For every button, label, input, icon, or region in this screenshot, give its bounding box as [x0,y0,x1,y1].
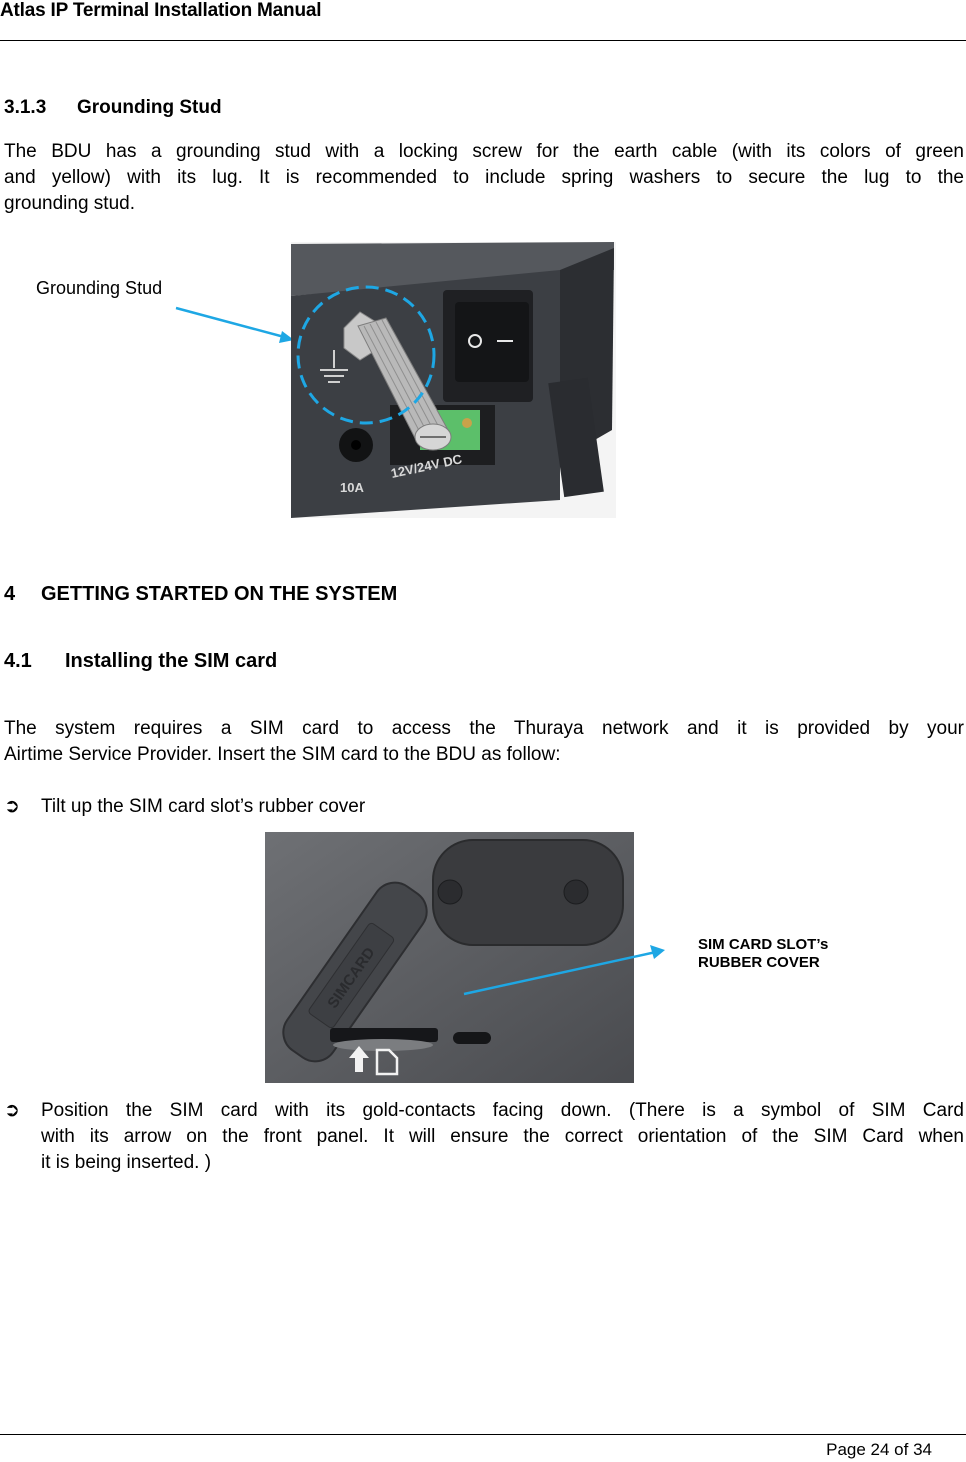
grounding-stud-callout-label: Grounding Stud [36,278,163,298]
step-line: Position the SIM card with its gold-cont… [41,1100,964,1121]
section-number: 4 [4,583,16,605]
grounding-paragraph: The BDU has a grounding stud with a lock… [4,139,964,217]
document-header-title: Atlas IP Terminal Installation Manual [0,0,322,21]
section-title: GETTING STARTED ON THE SYSTEM [41,583,398,605]
paragraph-line: and yellow) with its lug. It is recommen… [4,167,964,188]
sim-slot-figure: SIMCARD [265,832,634,1083]
sim-callout-arrow [463,945,665,996]
arrow-right-icon: ➲ [4,796,20,817]
paragraph-line: The system requires a SIM card to access… [4,718,964,739]
sim-intro-paragraph: The system requires a SIM card to access… [4,716,964,768]
callout-line: RUBBER COVER [698,954,820,971]
section-heading-4-1: 4.1 Installing the SIM card [4,650,277,673]
paragraph-line: The BDU has a grounding stud with a lock… [4,141,964,162]
section-heading-4: 4 GETTING STARTED ON THE SYSTEM [4,583,397,606]
callout-line: SIM CARD SLOT’s [698,936,829,953]
header-rule [0,40,966,41]
section-heading-3-1-3: 3.1.3 Grounding Stud [4,97,222,119]
grounding-stud-figure: 10A 12V/24V DC [175,242,616,518]
section-title: Installing the SIM card [65,650,278,672]
step-text: Tilt up the SIM card slot’s rubber cover [41,796,366,817]
section-number: 3.1.3 [4,97,47,118]
section-number: 4.1 [4,650,32,672]
step-text: Position the SIM card with its gold-cont… [41,1098,964,1176]
paragraph-line: Airtime Service Provider. Insert the SIM… [4,744,561,765]
page-number: Page 24 of 34 [826,1440,932,1459]
arrow-right-icon: ➲ [4,1100,20,1121]
step-line: it is being inserted. ) [41,1152,212,1173]
step-tilt-cover: ➲ Tilt up the SIM card slot’s rubber cov… [4,794,964,820]
step-position-sim: ➲ Position the SIM card with its gold-co… [4,1098,964,1176]
panel-label-10a: 10A [340,480,364,495]
sim-callout-label: SIM CARD SLOT’s RUBBER COVER [698,936,828,972]
paragraph-line: grounding stud. [4,193,135,214]
footer-rule [0,1434,966,1435]
section-title: Grounding Stud [77,97,222,118]
step-line: with its arrow on the front panel. It wi… [41,1126,964,1147]
